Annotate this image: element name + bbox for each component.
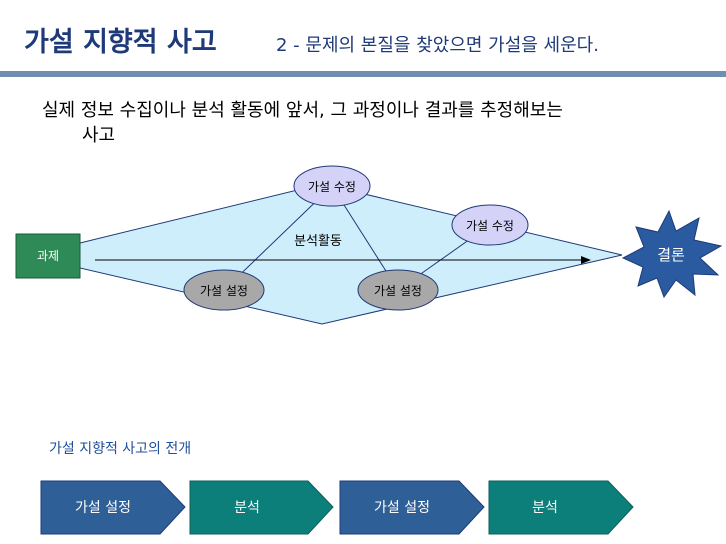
header-divider [0, 71, 726, 77]
flow-step-1-label: 가설 설정 [75, 500, 131, 516]
intro-line-1: 실제 정보 수집이나 분석 활동에 앞서, 그 과정이나 결과를 추정해보는 [42, 100, 563, 121]
hypothesis-revise-top-label: 가설 수정 [308, 180, 356, 194]
hypothesis-set-left-label: 가설 설정 [200, 284, 248, 298]
flow-step-4-shape [488, 480, 634, 535]
center-label: 분석활동 [294, 234, 342, 249]
hypothesis-set-mid-label: 가설 설정 [374, 284, 422, 298]
flow-caption: 가설 지향적 사고의 전개 [49, 441, 192, 457]
task-box [15, 233, 81, 279]
flow-step-3-shape [339, 480, 485, 535]
intro-text: 실제 정보 수집이나 분석 활동에 앞서, 그 과정이나 결과를 추정해보는 사… [42, 98, 682, 148]
flow-step-1-shape [40, 480, 186, 535]
flow-step-2-shape [189, 480, 334, 535]
hypothesis-revise-top [293, 165, 371, 207]
hypothesis-set-mid [357, 269, 439, 311]
hypothesis-set-left [183, 269, 265, 311]
analysis-region [79, 183, 623, 325]
flow-step-4-label: 분석 [532, 500, 558, 516]
hypothesis-revise-right [451, 204, 529, 246]
flow-step-3-label: 가설 설정 [374, 500, 430, 516]
flow-step-2-label: 분석 [234, 500, 260, 516]
page-title: 가설 지향적 사고 [24, 27, 217, 58]
conclusion-label: 결론 [657, 246, 685, 264]
page-subtitle: 2 - 문제의 본질을 찾았으면 가설을 세운다. [276, 35, 599, 56]
hypothesis-revise-right-label: 가설 수정 [466, 219, 514, 233]
conclusion-burst [621, 209, 723, 299]
task-label: 과제 [37, 249, 59, 263]
intro-line-2: 사고 [82, 125, 116, 146]
